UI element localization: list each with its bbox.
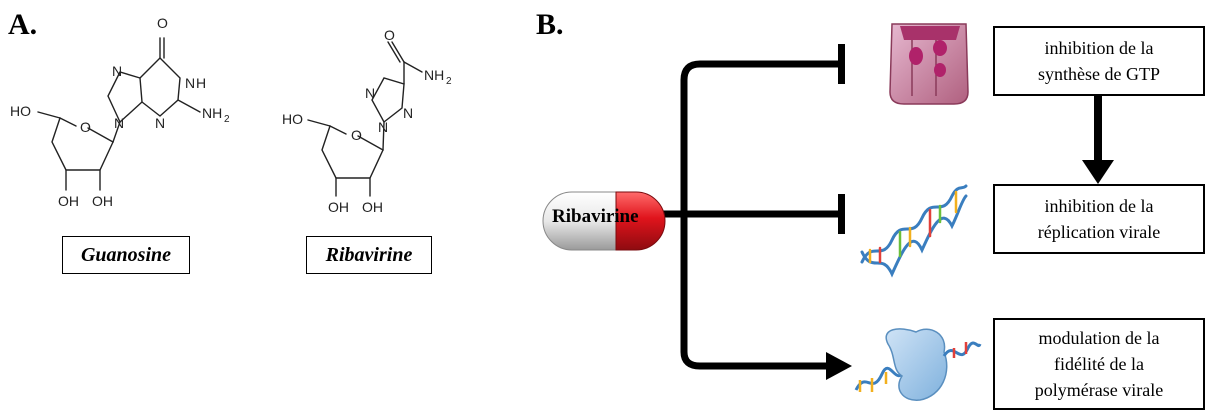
svg-text:HO: HO [282, 111, 303, 127]
svg-text:2: 2 [446, 76, 452, 87]
effect-line: fidélité de la [1054, 354, 1144, 374]
svg-text:N: N [185, 75, 195, 91]
svg-text:OH: OH [328, 199, 349, 215]
inhibition-bar-2 [838, 194, 845, 234]
effect-line: polymérase virale [1034, 380, 1164, 400]
inhibition-bar-1 [838, 44, 845, 84]
modulation-arrow-head [826, 352, 852, 380]
svg-text:H: H [196, 75, 206, 91]
svg-text:OH: OH [362, 199, 383, 215]
svg-text:N: N [403, 105, 413, 121]
svg-text:N: N [155, 115, 165, 131]
svg-text:NH: NH [202, 105, 222, 121]
svg-text:NH: NH [424, 67, 444, 83]
svg-text:HO: HO [10, 103, 31, 119]
down-arrow-shaft [1094, 92, 1102, 166]
effect-box-polymerase-fidelity: modulation de la fidélité de la polyméra… [993, 318, 1205, 410]
svg-text:OH: OH [92, 193, 113, 209]
panel-b-label: B. [536, 8, 564, 41]
panel-a-label: A. [8, 8, 38, 41]
svg-text:N: N [378, 119, 388, 135]
guanosine-caption: Guanosine [62, 236, 190, 274]
effect-line: modulation de la [1038, 328, 1160, 348]
svg-text:2: 2 [224, 114, 230, 125]
svg-text:O: O [80, 119, 91, 135]
svg-text:O: O [351, 127, 362, 143]
svg-text:N: N [112, 63, 122, 79]
effect-line: synthèse de GTP [1038, 64, 1160, 84]
effect-line: inhibition de la [1044, 196, 1154, 216]
effect-line: réplication virale [1037, 222, 1161, 242]
ribavirine-pill-icon [542, 191, 666, 251]
svg-text:O: O [384, 27, 395, 43]
ribavirine-caption: Ribavirine [306, 236, 432, 274]
effect-box-gtp-synthesis: inhibition de la synthèse de GTP [993, 26, 1205, 96]
svg-text:O: O [157, 15, 168, 31]
svg-text:N: N [114, 115, 124, 131]
svg-text:OH: OH [58, 193, 79, 209]
effect-box-viral-replication: inhibition de la réplication virale [993, 184, 1205, 254]
svg-text:N: N [365, 85, 375, 101]
down-arrow-head [1082, 160, 1114, 184]
rna-helix-icon [860, 184, 968, 278]
ribavirine-pill-label: Ribavirine [552, 206, 639, 227]
impdh-enzyme-icon [889, 23, 969, 105]
viral-polymerase-icon [854, 328, 982, 401]
effect-line: inhibition de la [1044, 38, 1154, 58]
